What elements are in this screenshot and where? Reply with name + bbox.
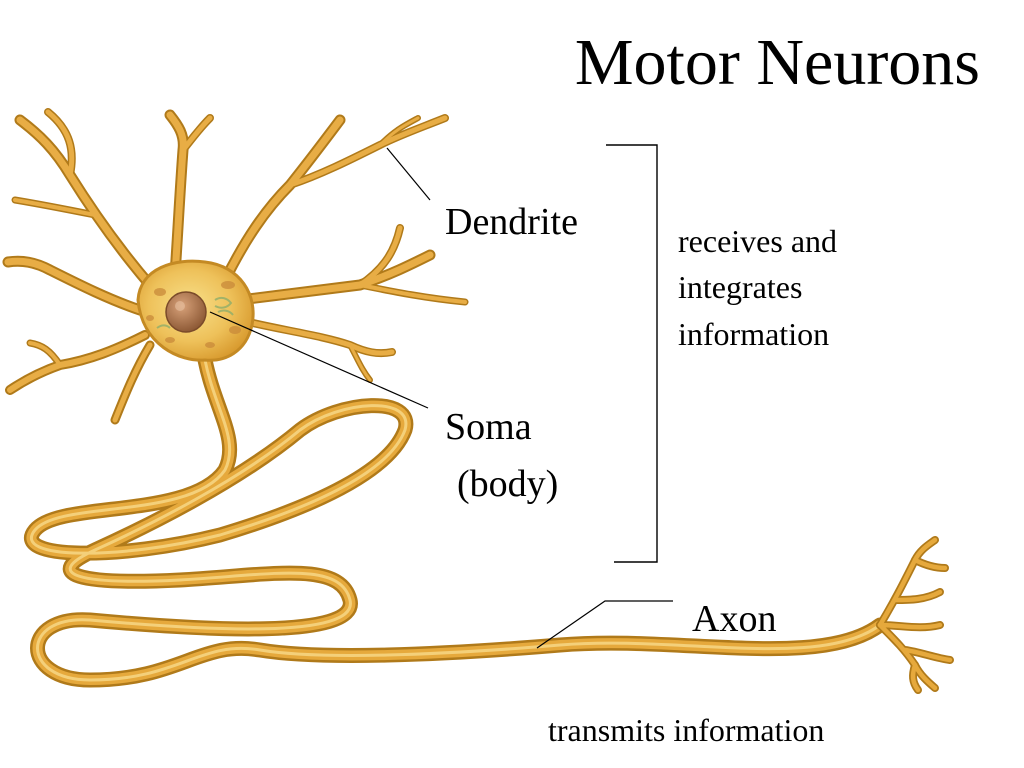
axon-terminals (876, 536, 954, 694)
soma-leader-line (209, 311, 429, 409)
dendrites (2, 108, 469, 425)
receiving-region-bracket (606, 144, 658, 563)
soma-label: Soma (445, 406, 532, 448)
transmits-description: transmits information (548, 712, 825, 748)
slide-title: Motor Neurons (574, 26, 980, 99)
axon-label: Axon (692, 598, 777, 640)
soma-sub-label: (body) (457, 463, 559, 505)
nissl-bodies (156, 296, 234, 329)
dendrite-label: Dendrite (445, 201, 578, 243)
axon (24, 352, 888, 688)
leader-lines (209, 147, 673, 649)
receives-description: receives and integrates information (678, 223, 838, 352)
dendrite-leader-line (386, 147, 431, 201)
axon-leader-line (536, 600, 673, 649)
nucleus (165, 291, 207, 333)
organelles (146, 281, 241, 348)
soma (136, 259, 255, 362)
